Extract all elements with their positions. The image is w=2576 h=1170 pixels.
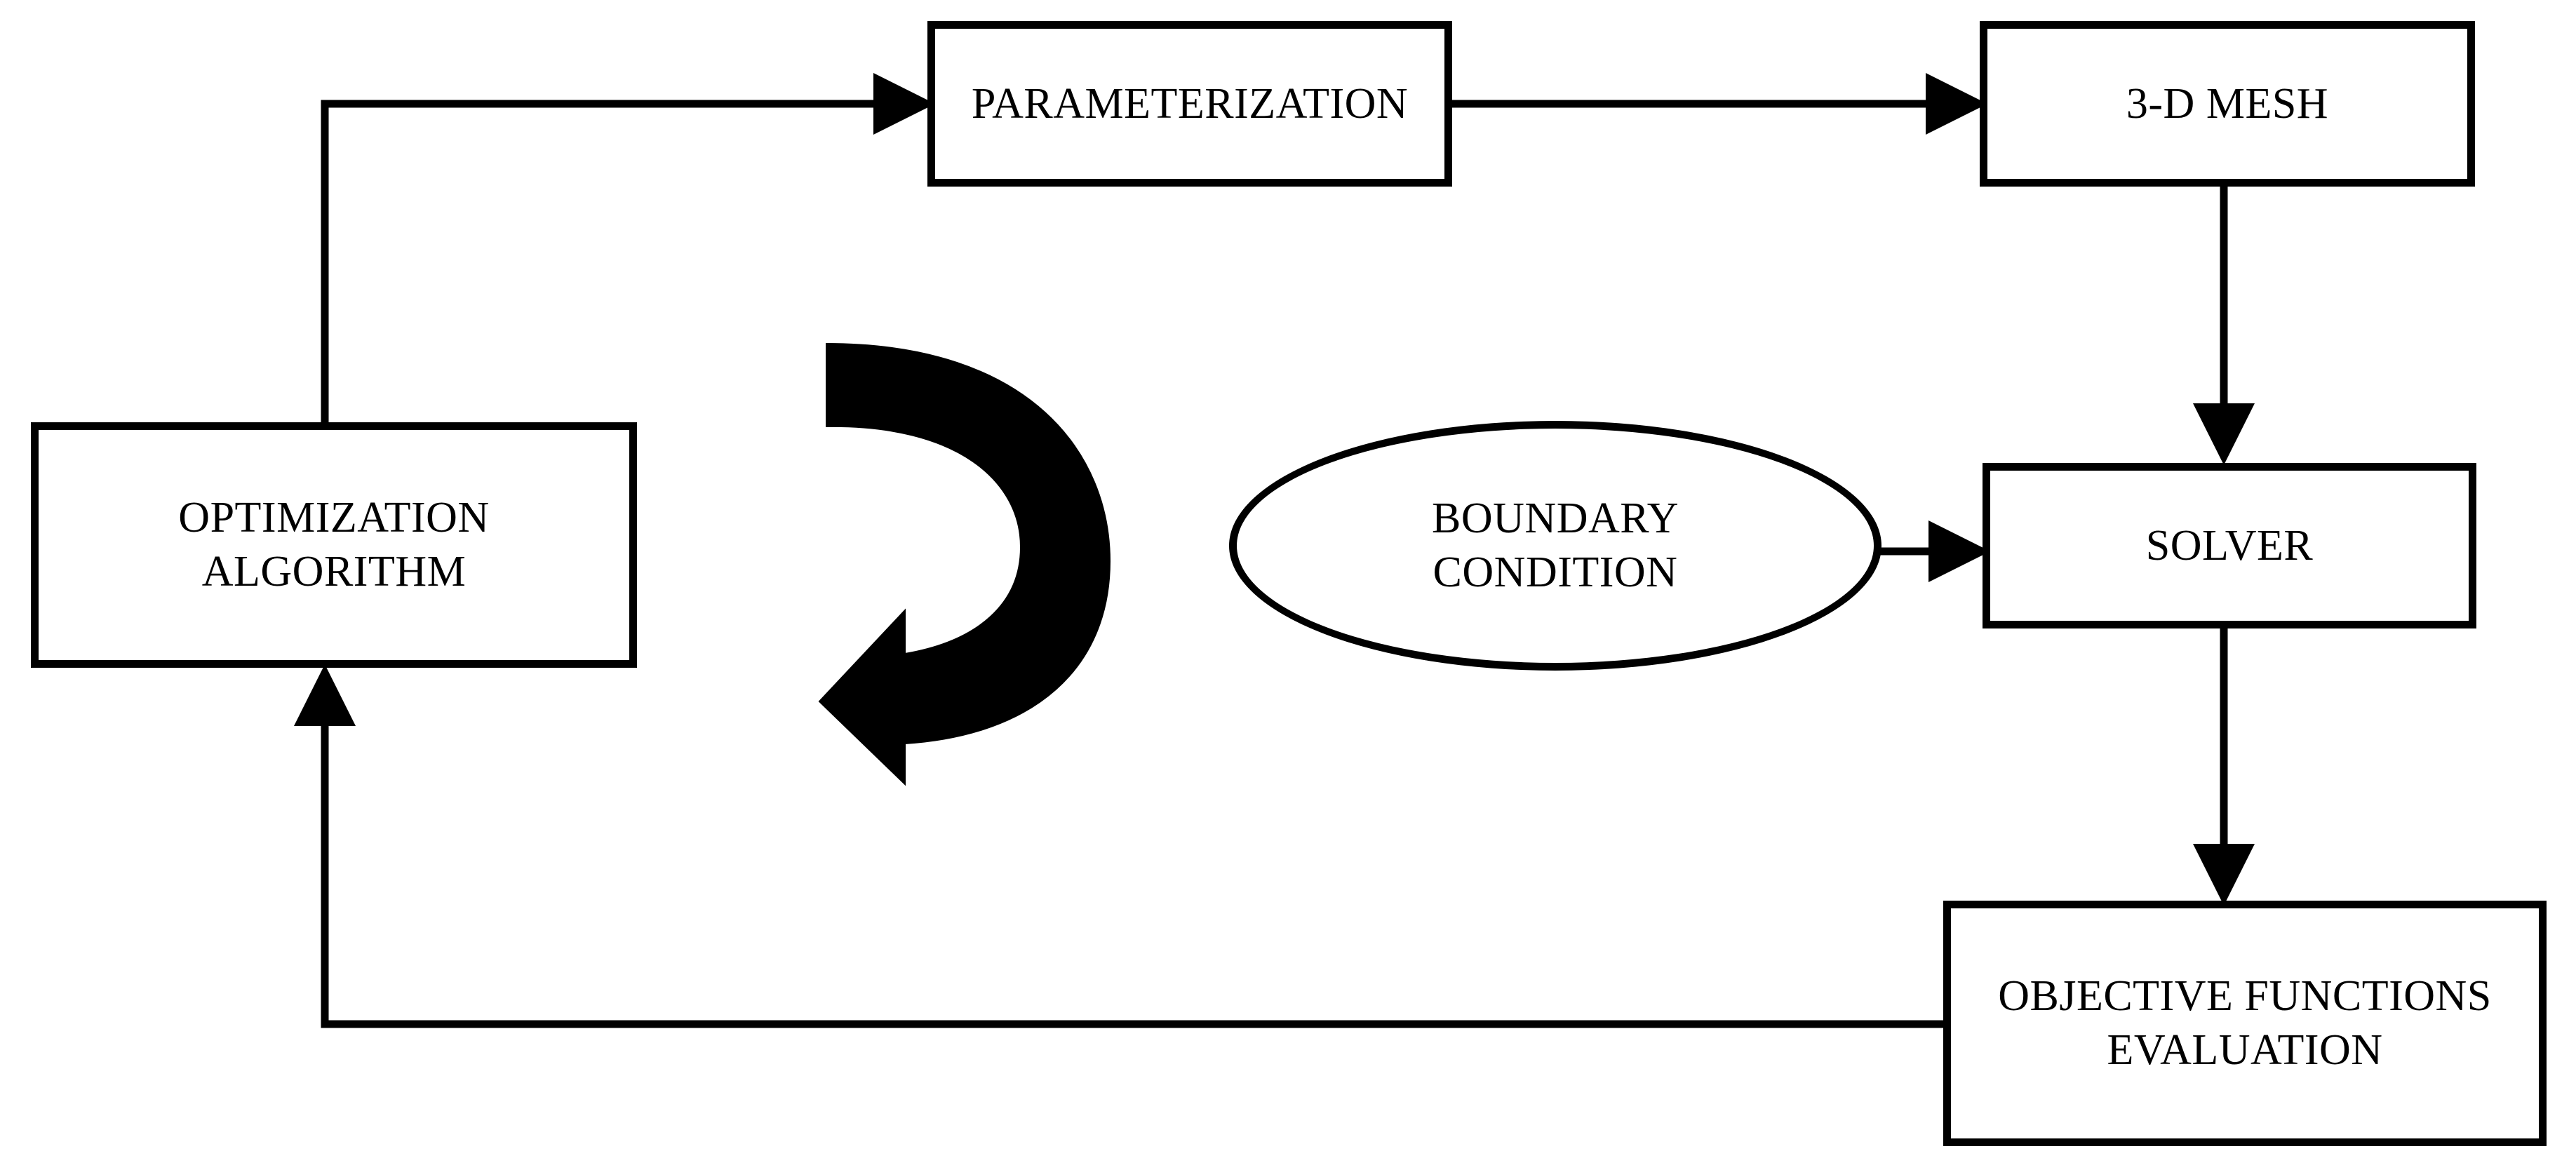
clockwise-loop-arrow-icon xyxy=(818,342,1111,786)
boundary-label-line-2: CONDITION xyxy=(1433,549,1678,596)
optimization-label-line-1: OPTIMIZATION xyxy=(178,494,490,542)
parameterization-box: PARAMETERIZATION xyxy=(927,21,1452,187)
mesh-label: 3-D MESH xyxy=(2126,79,2329,128)
boundary-label-line-1: BOUNDARY xyxy=(1432,495,1679,543)
edge-optimization-to-parameterization xyxy=(321,73,935,422)
parameterization-label: PARAMETERIZATION xyxy=(971,79,1409,128)
edge-objective-to-optimization xyxy=(294,664,1943,1028)
solver-label: SOLVER xyxy=(2145,521,2314,570)
optimization-algorithm-box: OPTIMIZATION ALGORITHM xyxy=(31,422,637,668)
mesh-box: 3-D MESH xyxy=(1980,21,2475,187)
solver-box: SOLVER xyxy=(1983,463,2476,628)
objective-label-line-1: OBJECTIVE FUNCTIONS xyxy=(1998,972,2492,1021)
objective-label-line-2: EVALUATION xyxy=(2107,1026,2383,1074)
optimization-label-line-2: ALGORITHM xyxy=(201,548,467,596)
objective-functions-box: OBJECTIVE FUNCTIONS EVALUATION xyxy=(1943,901,2547,1146)
boundary-condition-ellipse: BOUNDARY CONDITION xyxy=(1229,421,1881,671)
